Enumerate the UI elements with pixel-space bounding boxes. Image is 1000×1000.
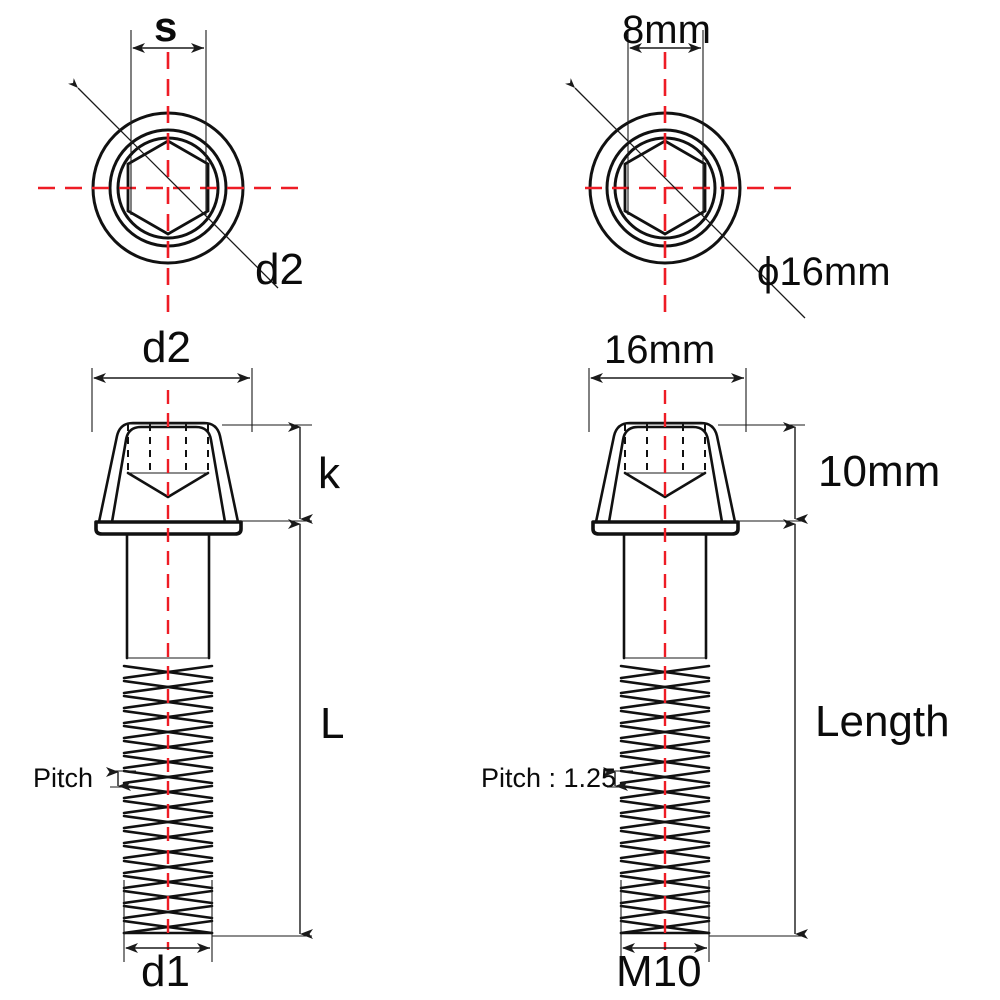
label-thread-diameter-right: M10 (616, 947, 702, 996)
label-pitch-left: Pitch (33, 763, 94, 793)
label-length-left: L (320, 699, 345, 748)
thread-profile (122, 664, 214, 935)
label-head-diameter-left-top: d2 (255, 245, 304, 294)
head-diameter-leader-right (565, 78, 806, 319)
label-pitch-right: Pitch : 1.25 (481, 763, 617, 793)
label-head-diameter-right-top: ϕ16mm (757, 250, 891, 294)
label-socket-width-right: 8mm (622, 8, 711, 52)
hex-socket-outline-right (623, 139, 707, 236)
top-view-right-group (565, 30, 806, 322)
side-view-left-group (91, 368, 313, 962)
thread-profile-right (619, 664, 711, 935)
label-head-height-right: 10mm (818, 447, 941, 496)
socket-bottom-vee (126, 471, 210, 499)
hex-socket-outline (126, 139, 210, 236)
socket-bottom-vee-right (623, 471, 707, 499)
label-socket-width-left: s (154, 3, 178, 50)
side-view-right-group (588, 368, 808, 962)
label-head-diameter-right-side: 16mm (604, 328, 716, 372)
label-head-height-left: k (318, 449, 340, 498)
head-bearing-face (94, 520, 243, 536)
top-view-left-group (38, 30, 298, 322)
head-bearing-face-right (591, 520, 740, 536)
label-thread-diameter-left: d1 (141, 947, 190, 996)
d2-leader-line-left (68, 78, 279, 289)
label-head-diameter-left-side: d2 (142, 323, 191, 372)
label-length-right: Length (815, 697, 950, 746)
